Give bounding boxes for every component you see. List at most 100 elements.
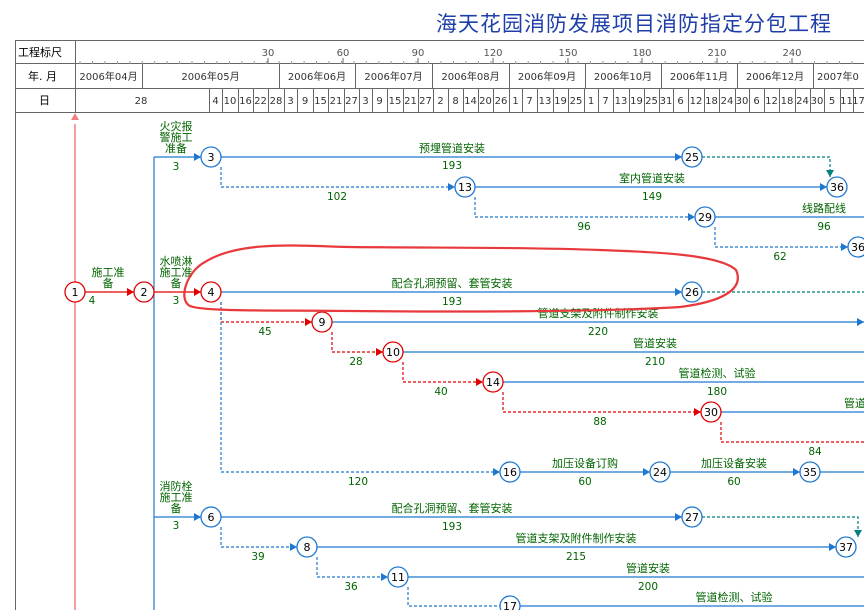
event-node-number: 2	[141, 286, 148, 299]
activity-duration-label: 215	[566, 551, 586, 563]
month-label: 2006年07月	[364, 70, 422, 83]
arrowhead	[493, 468, 500, 476]
activity-duration-label: 62	[773, 251, 786, 263]
dummy-dependency-line	[714, 227, 848, 248]
day-label: 12	[765, 96, 778, 107]
activity-name-label: 管道	[844, 396, 864, 410]
activity-name-label: 管道安装	[633, 336, 677, 350]
event-node-circle	[649, 461, 671, 483]
dummy-dependency-line	[220, 167, 455, 188]
day-label: 9	[376, 96, 382, 107]
activity-duration-label: 96	[577, 221, 591, 233]
event-node-number: 8	[304, 541, 311, 554]
day-label: 7	[526, 96, 532, 107]
day-label: 11	[840, 96, 853, 107]
event-node-circle	[200, 281, 222, 303]
scale-tick-label: 120	[483, 48, 502, 59]
activity-duration-label: 102	[327, 191, 347, 203]
hand-drawn-highlight-ellipse	[183, 244, 739, 313]
event-node-circle	[200, 146, 222, 168]
event-node-circle	[382, 341, 404, 363]
scale-tick-label: 90	[412, 48, 425, 59]
event-node-number: 26	[685, 286, 699, 299]
arrowhead	[305, 318, 312, 326]
arrowhead	[71, 113, 79, 120]
event-node-circle	[847, 236, 864, 258]
scale-tick-label: 240	[782, 48, 801, 59]
arrowhead	[675, 153, 682, 161]
event-node-circle	[499, 595, 521, 610]
day-label: 7	[602, 96, 608, 107]
arrowhead	[841, 243, 848, 251]
activity-name-label: 加压设备安装	[701, 456, 767, 470]
day-label: 3	[362, 96, 368, 107]
day-label: 10	[224, 96, 237, 107]
event-node-number: 27	[685, 511, 699, 524]
activity-duration-label: 200	[638, 581, 658, 593]
day-label: 8	[452, 96, 458, 107]
arrowhead	[194, 513, 201, 521]
event-node-number: 37	[839, 541, 853, 554]
activity-duration-label: 193	[442, 296, 462, 308]
day-label: 21	[404, 96, 417, 107]
event-node-number: 29	[698, 211, 712, 224]
event-node-circle	[200, 506, 222, 528]
day-label: 18	[705, 96, 718, 107]
event-node-circle	[296, 536, 318, 558]
day-label: 17	[852, 96, 864, 107]
day-label: 19	[630, 96, 643, 107]
event-node-number: 3	[208, 151, 215, 164]
month-label: 2006年09月	[518, 70, 576, 83]
event-node-circle	[133, 281, 155, 303]
day-label: 3	[287, 96, 293, 107]
scale-tick-label: 150	[558, 48, 577, 59]
dummy-dependency-line	[331, 332, 383, 353]
event-node-number: 13	[458, 181, 472, 194]
event-node-circle	[681, 506, 703, 528]
activity-labels: 施工准备4火灾报警施工准备3水喷淋施工准备3消防栓施工准备3预埋管道安装1931…	[89, 119, 864, 604]
activity-name-label: 室内管道安装	[619, 171, 685, 185]
month-label: 2007年0	[817, 70, 859, 83]
scale-row-label: 工程标尺	[18, 45, 62, 59]
activity-duration-label: 36	[344, 581, 358, 593]
day-label: 28	[270, 96, 283, 107]
dummy-dependency-line	[474, 197, 695, 218]
activity-name-label: 管道安装	[626, 561, 670, 575]
activity-duration-label: 120	[348, 476, 368, 488]
event-node-number: 14	[486, 376, 500, 389]
day-label: 18	[781, 96, 794, 107]
activity-duration-label: 45	[258, 326, 271, 338]
event-node-number: 17	[503, 600, 517, 610]
day-label: 24	[796, 96, 809, 107]
arrowhead	[857, 318, 864, 326]
activity-duration-label: 210	[645, 356, 665, 368]
day-label: 24	[721, 96, 734, 107]
activity-duration-label: 4	[89, 295, 96, 307]
dummy-dependency-line	[702, 516, 859, 537]
event-node-number: 9	[319, 316, 326, 329]
arrowhead	[675, 288, 682, 296]
arrowhead	[826, 170, 834, 177]
day-label: 28	[135, 96, 148, 107]
dummy-dependency-line	[316, 557, 388, 578]
event-node-number: 16	[503, 466, 517, 479]
arrowhead	[290, 543, 297, 551]
day-label: 16	[239, 96, 252, 107]
arrowhead	[194, 288, 201, 296]
event-node-circle	[700, 401, 722, 423]
activity-duration-label: 60	[578, 476, 591, 488]
dummy-dependency-line	[220, 302, 312, 323]
day-label: 6	[753, 96, 759, 107]
activity-name-label: 火灾报警施工准备	[160, 119, 193, 155]
day-label: 13	[615, 96, 628, 107]
event-node-number: 6	[208, 511, 215, 524]
activity-name-label: 管道检测、试验	[696, 590, 773, 604]
activity-name-label: 配合孔洞预留、套管安装	[392, 276, 513, 290]
event-node-circle	[387, 566, 409, 588]
activity-name-label: 施工准备	[92, 266, 125, 290]
dummy-dependency-line	[720, 422, 864, 443]
activity-duration-label: 39	[251, 551, 264, 563]
month-label: 2006年04月	[79, 70, 137, 83]
month-label: 2006年12月	[746, 70, 804, 83]
